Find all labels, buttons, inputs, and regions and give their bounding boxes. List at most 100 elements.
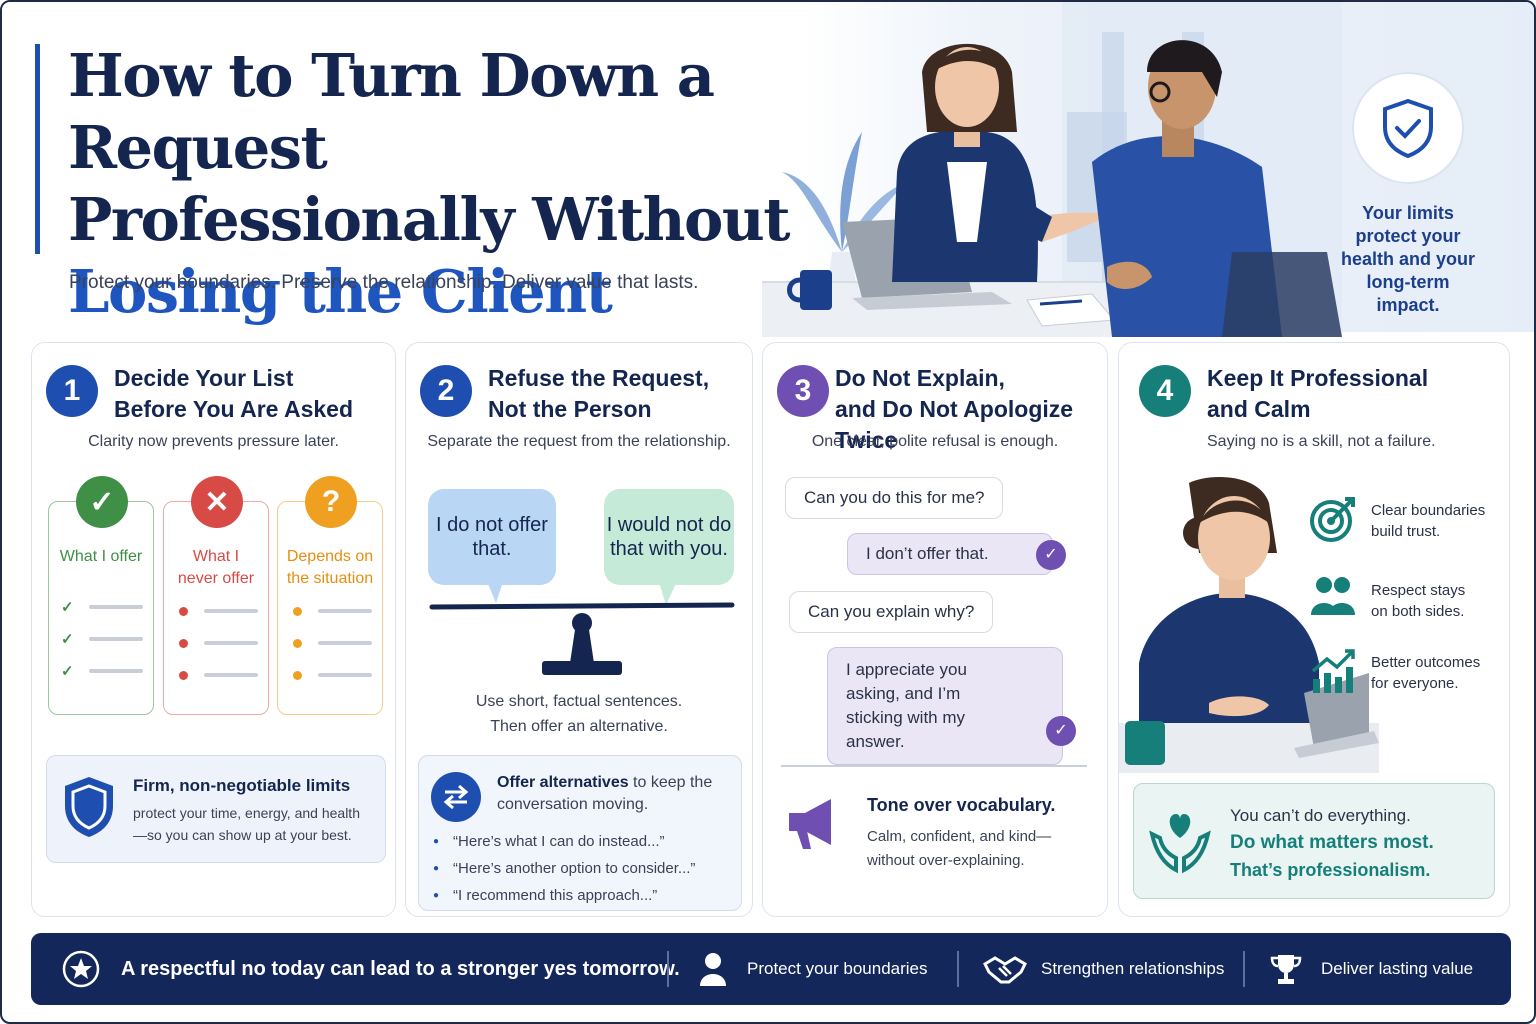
alternatives-callout: Offer alternatives to keep the conversat…	[418, 755, 742, 911]
speech-bubble-right: I would not do that with you.	[604, 489, 734, 585]
offer-column: ✓ What I offer ✓ ✓ ✓	[48, 476, 154, 715]
alternative-item: “Here’s another option to consider...”	[433, 855, 695, 882]
heart-hands-icon	[1149, 814, 1211, 874]
alternatives-list: “Here’s what I can do instead...” “Here’…	[433, 828, 695, 909]
step-card-4: 4 Keep It Professional and Calm Saying n…	[1118, 342, 1510, 917]
alternative-item: “I recommend this approach...”	[433, 882, 695, 909]
step-card-1: 1 Decide Your List Before You Are Asked …	[31, 342, 396, 917]
depends-row	[290, 636, 372, 650]
page-subtitle: Protect your boundaries. Preserve the re…	[69, 272, 699, 293]
benefit-line-2: for everyone.	[1371, 675, 1459, 692]
column-label-line-1: What I	[192, 548, 240, 565]
closing-line-2: Do what matters most.	[1230, 832, 1434, 853]
never-row	[176, 604, 258, 618]
check-icon: ✓	[76, 476, 128, 528]
footer-item-label: Deliver lasting value	[1321, 959, 1474, 978]
footer-tagline-text: A respectful no today can lead to a stro…	[121, 957, 680, 980]
column-label: What I never offer	[164, 546, 268, 590]
step-card-2: 2 Refuse the Request, Not the Person Sep…	[405, 342, 753, 917]
depends-row	[290, 604, 372, 618]
step-number: 2	[420, 365, 472, 417]
benefit-line-2: on both sides.	[1371, 603, 1465, 620]
limits-callout-text: protect your time, energy, and health—so…	[133, 805, 360, 843]
benefit-line-1: Respect stays	[1371, 582, 1466, 599]
target-icon	[1310, 497, 1355, 542]
scale-caption: Use short, factual sentences. Then offer…	[406, 689, 752, 739]
trophy-icon	[1270, 955, 1302, 984]
step-title-line-2: and Do Not Apologize Twice	[835, 396, 1074, 453]
offer-row: ✓	[61, 631, 143, 648]
balance-scale-icon	[429, 579, 735, 675]
check-icon: ✓	[1036, 540, 1066, 570]
step-number: 1	[46, 365, 98, 417]
divider	[781, 765, 1087, 767]
benefit-text: Clear boundaries build trust.	[1371, 500, 1485, 542]
benefit-line-2: build trust.	[1371, 523, 1441, 540]
benefit-line-1: Better outcomes	[1371, 654, 1481, 671]
title-line-1: How to Turn Down a Request	[68, 41, 715, 182]
column-label-line-2: never offer	[177, 570, 255, 587]
cross-icon: ✕	[191, 476, 243, 528]
speech-bubble-left: I do not offer that.	[428, 489, 556, 585]
step-subtitle: One clear, polite refusal is enough.	[811, 433, 1059, 450]
never-offer-column: ✕ What I never offer	[163, 476, 269, 715]
title-line-2: Professionally Without	[68, 185, 790, 254]
check-icon: ✓	[1046, 716, 1076, 746]
depends-column: ? Depends on the situation	[277, 476, 383, 715]
footer-banner: A respectful no today can lead to a stro…	[31, 933, 1511, 1005]
limits-callout-title: Firm, non-negotiable limits	[133, 776, 351, 795]
alternative-item: “Here’s what I can do instead...”	[433, 828, 695, 855]
footer-tagline: A respectful no today can lead to a stro…	[61, 933, 680, 1005]
closing-line-1: You can’t do everything.	[1230, 806, 1411, 825]
column-label-line-2: the situation	[286, 570, 374, 587]
chat-reply-text: I appreciate you asking, and I’m stickin…	[846, 660, 967, 751]
chat-message-reply: I don’t offer that. ✓	[847, 533, 1066, 575]
limits-callout: Firm, non-negotiable limits protect your…	[46, 755, 386, 863]
column-label: Depends on the situation	[278, 546, 382, 590]
footer-divider	[957, 951, 959, 987]
limits-text: Your limits protect your health and your…	[1340, 203, 1475, 315]
growth-chart-icon	[1311, 649, 1355, 693]
never-row	[176, 636, 258, 650]
footer-divider	[1243, 951, 1245, 987]
chat-message-client: Can you explain why?	[789, 591, 994, 633]
tone-text: Calm, confident, and kind— without over-…	[867, 825, 1051, 873]
limits-circle	[1352, 72, 1464, 184]
alternatives-title: Offer alternatives to keep the conversat…	[497, 772, 741, 816]
question-icon: ?	[305, 476, 357, 528]
chat-message-client: Can you do this for me?	[785, 477, 1004, 519]
footer-divider	[667, 951, 669, 987]
tone-text-line-2: without over-explaining.	[867, 852, 1025, 869]
step-title: Decide Your List Before You Are Asked	[114, 363, 353, 425]
benefit-line-1: Clear boundaries	[1371, 502, 1486, 519]
column-label: What I offer	[49, 546, 153, 568]
column-label-line-1: Depends on	[286, 548, 374, 565]
chat-message-reply: I appreciate you asking, and I’m stickin…	[827, 647, 1076, 765]
footer-item: Strengthen relationships	[983, 933, 1224, 1005]
star-icon	[62, 950, 100, 988]
alternatives-title-rest: to keep the conversation moving.	[497, 774, 713, 813]
footer-item: Protect your boundaries	[699, 933, 928, 1005]
step-subtitle: Saying no is a skill, not a failure.	[1207, 433, 1436, 450]
tone-title: Tone over vocabulary.	[867, 795, 1056, 815]
footer-item: Deliver lasting value	[1269, 933, 1473, 1005]
shield-check-icon	[1383, 98, 1433, 159]
step-title-line-1: Refuse the Request,	[488, 365, 710, 391]
step-title-line-1: Decide Your List	[114, 365, 294, 391]
person-icon	[700, 953, 726, 986]
woman-illustration	[892, 43, 1112, 282]
title-line-3: Losing the Client	[68, 257, 613, 326]
footer-item-label: Protect your boundaries	[747, 959, 928, 978]
chat-reply-text: I don’t offer that.	[866, 544, 989, 563]
offer-row: ✓	[61, 663, 143, 680]
step-title-line-2: Before You Are Asked	[114, 396, 354, 422]
closing-callout: You can’t do everything. Do what matters…	[1133, 783, 1495, 899]
people-icon	[1311, 577, 1355, 615]
step-title-line-2: and Calm	[1207, 396, 1311, 422]
depends-row	[290, 668, 372, 682]
step-title: Keep It Professional and Calm	[1207, 363, 1428, 425]
column-label-line-1: What I offer	[59, 548, 143, 565]
scale-caption-line-1: Use short, factual sentences.	[475, 693, 683, 710]
limits-badge: Your limits protect your health and your…	[1338, 52, 1478, 322]
scale-caption-line-2: Then offer an alternative.	[490, 718, 668, 735]
